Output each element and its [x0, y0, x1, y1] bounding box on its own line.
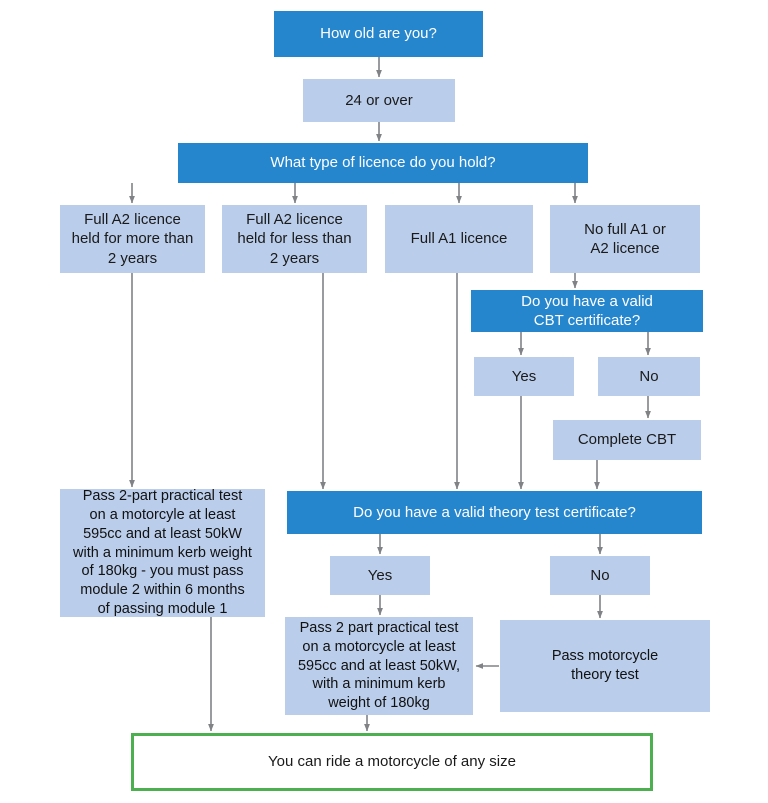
node-action-pass-motorcycle-theory-test[interactable]: Pass motorcycle theory test — [500, 620, 710, 712]
node-outcome-practical-test-2-part-long[interactable]: Pass 2-part practical test on a motorcyl… — [60, 488, 265, 617]
node-question-age[interactable]: How old are you? — [274, 11, 483, 57]
node-final-outcome-ride-any-size[interactable]: You can ride a motorcycle of any size — [131, 733, 653, 791]
node-answer-full-a1-licence[interactable]: Full A1 licence — [385, 205, 533, 273]
node-question-licence-type[interactable]: What type of licence do you hold? — [178, 143, 588, 183]
node-answer-theory-yes[interactable]: Yes — [330, 556, 430, 595]
node-answer-cbt-no[interactable]: No — [598, 357, 700, 396]
node-answer-a2-less-than-2-years[interactable]: Full A2 licence held for less than 2 yea… — [222, 205, 367, 273]
node-answer-24-or-over[interactable]: 24 or over — [303, 79, 455, 122]
node-outcome-practical-test-2-part-short[interactable]: Pass 2 part practical test on a motorcyc… — [285, 617, 473, 715]
node-question-cbt-certificate[interactable]: Do you have a valid CBT certificate? — [471, 290, 703, 332]
node-answer-theory-no[interactable]: No — [550, 556, 650, 595]
node-answer-no-full-a1-or-a2[interactable]: No full A1 or A2 licence — [550, 205, 700, 273]
node-action-complete-cbt[interactable]: Complete CBT — [553, 420, 701, 460]
node-answer-cbt-yes[interactable]: Yes — [474, 357, 574, 396]
node-answer-a2-more-than-2-years[interactable]: Full A2 licence held for more than 2 yea… — [60, 205, 205, 273]
node-question-theory-test-certificate[interactable]: Do you have a valid theory test certific… — [287, 491, 702, 534]
